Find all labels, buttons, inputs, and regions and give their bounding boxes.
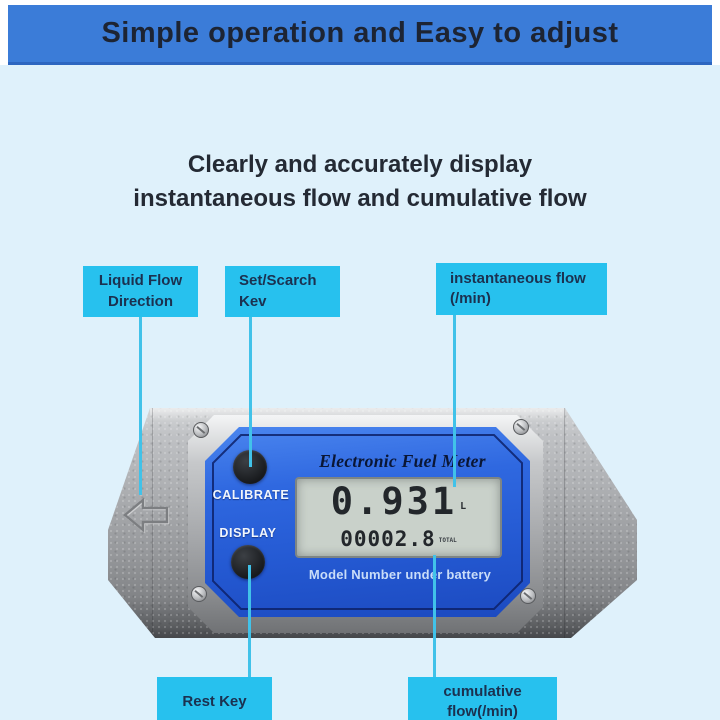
callout-text: instantaneous flow bbox=[450, 269, 586, 287]
callout-text: Kev bbox=[239, 292, 267, 310]
callout-instantaneous-flow: instantaneous flow (/min) bbox=[436, 263, 607, 315]
screw-icon bbox=[520, 588, 536, 604]
callout-rest-key: Rest Key bbox=[157, 677, 272, 720]
lcd-main-value: 0.931 bbox=[330, 480, 458, 523]
callout-text: Direction bbox=[107, 292, 173, 310]
lcd-screen: 0.931 L 00002.8 TOTAL bbox=[295, 477, 502, 558]
lcd-total-value: 00002.8 bbox=[340, 527, 436, 551]
callout-set-search-key: Set/Scarch Kev bbox=[225, 266, 340, 317]
callout-text: cumulative bbox=[443, 682, 522, 700]
subtitle-line1: Clearly and accurately display bbox=[187, 151, 533, 178]
lcd-unit: L bbox=[460, 501, 467, 512]
callout-text: flow(/min) bbox=[447, 703, 518, 720]
body-crease-right bbox=[564, 408, 565, 638]
screw-icon bbox=[513, 419, 529, 435]
screw-icon bbox=[193, 422, 209, 438]
model-number-note: Model Number under battery bbox=[308, 567, 492, 582]
display-label: DISPLAY bbox=[219, 526, 277, 540]
flow-direction-arrow-icon bbox=[123, 497, 169, 533]
banner-title: Simple operation and Easy to adjust bbox=[101, 17, 619, 49]
callout-text: Set/Scarch bbox=[239, 272, 317, 290]
lcd-main-row: 0.931 L bbox=[297, 480, 500, 523]
connector-liquid-flow bbox=[139, 317, 142, 495]
pinstripe-border bbox=[212, 434, 523, 610]
subtitle-line2: instantaneous flow and cumulative flow bbox=[133, 185, 587, 212]
connector-set-search bbox=[249, 317, 252, 467]
callout-text: Liquid Flow bbox=[98, 272, 183, 290]
connector-cumulative bbox=[433, 555, 436, 677]
device-title: Electronic Fuel Meter bbox=[319, 451, 486, 471]
callout-text: (/min) bbox=[450, 290, 491, 307]
callout-cumulative-flow: cumulative flow(/min) bbox=[408, 677, 557, 720]
callout-text: Rest Key bbox=[182, 692, 247, 710]
screw-icon bbox=[191, 586, 207, 602]
callout-liquid-flow-direction: Liquid Flow Direction bbox=[83, 266, 198, 317]
lcd-total-row: 00002.8 TOTAL bbox=[297, 527, 500, 551]
lcd-total-label: TOTAL bbox=[438, 536, 457, 544]
calibrate-label: CALIBRATE bbox=[212, 488, 290, 502]
fuel-meter-device: Electronic Fuel Meter CALIBRATE DISPLAY … bbox=[108, 408, 638, 638]
connector-rest-key bbox=[248, 565, 251, 677]
banner: Simple operation and Easy to adjust bbox=[8, 5, 712, 65]
content-background: Clearly and accurately display instantan… bbox=[0, 65, 720, 720]
connector-instantaneous bbox=[453, 315, 456, 487]
blue-face-plate: Electronic Fuel Meter CALIBRATE DISPLAY … bbox=[205, 427, 530, 617]
